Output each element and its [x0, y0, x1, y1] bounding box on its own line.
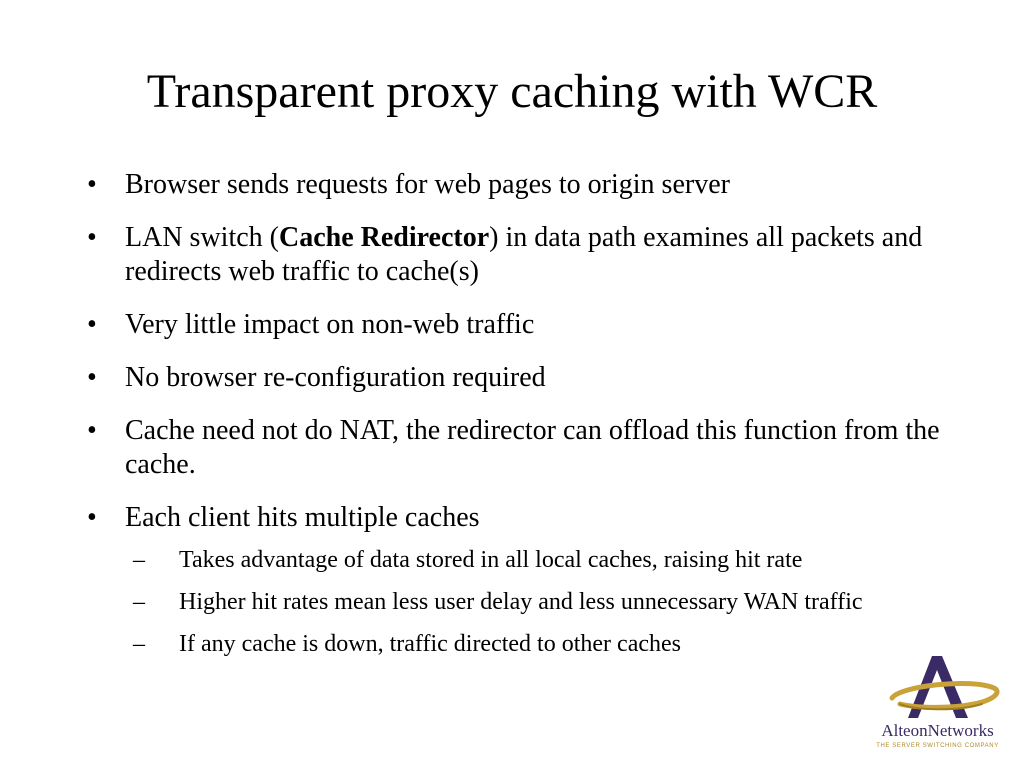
sub-bullet-item: – Takes advantage of data stored in all … — [133, 545, 967, 575]
bullet-item: • Each client hits multiple caches – Tak… — [87, 501, 967, 659]
bullet-text-prefix: LAN switch ( — [125, 222, 279, 253]
bullet-marker: • — [87, 415, 97, 446]
bullet-text: Browser sends requests for web pages to … — [125, 169, 730, 200]
bullet-item: • Browser sends requests for web pages t… — [87, 168, 967, 202]
bullet-text-bold: Cache Redirector — [278, 222, 490, 253]
company-logo: AlteonNetworks THE SERVER SWITCHING COMP… — [870, 652, 1005, 757]
sub-bullet-item: – If any cache is down, traffic directed… — [133, 629, 967, 659]
sub-bullet-list: – Takes advantage of data stored in all … — [125, 545, 967, 659]
bullet-text: Very little impact on non-web traffic — [125, 309, 535, 340]
bullet-text: Cache need not do NAT, the redirector ca… — [125, 415, 940, 480]
bullet-item: • Cache need not do NAT, the redirector … — [87, 414, 967, 482]
bullet-text-suffix: ) in data path examines all packets and … — [125, 222, 923, 287]
bullet-text: Each client hits multiple caches — [125, 502, 480, 533]
bullet-marker: • — [87, 362, 97, 393]
bullet-marker: • — [87, 309, 97, 340]
bullet-marker: • — [87, 502, 97, 533]
bullet-list: • Browser sends requests for web pages t… — [87, 168, 967, 678]
bullet-item: • No browser re-configuration required — [87, 361, 967, 395]
bullet-marker: • — [87, 169, 97, 200]
sub-bullet-marker: – — [133, 631, 145, 657]
bullet-item: • LAN switch (Cache Redirector) in data … — [87, 221, 967, 289]
bullet-marker: • — [87, 222, 97, 253]
bullet-text: No browser re-configuration required — [125, 362, 546, 393]
slide-title: Transparent proxy caching with WCR — [146, 65, 878, 118]
logo-tagline: THE SERVER SWITCHING COMPANY — [876, 743, 999, 749]
bullet-item: • Very little impact on non-web traffic — [87, 308, 967, 342]
alteon-a-logo-icon — [889, 656, 1000, 718]
logo-name: AlteonNetworks — [881, 721, 994, 740]
sub-bullet-text: If any cache is down, traffic directed t… — [179, 631, 681, 657]
sub-bullet-marker: – — [133, 547, 145, 573]
sub-bullet-item: – Higher hit rates mean less user delay … — [133, 587, 967, 617]
sub-bullet-text: Higher hit rates mean less user delay an… — [179, 589, 863, 615]
sub-bullet-marker: – — [133, 589, 145, 615]
sub-bullet-text: Takes advantage of data stored in all lo… — [179, 547, 803, 573]
